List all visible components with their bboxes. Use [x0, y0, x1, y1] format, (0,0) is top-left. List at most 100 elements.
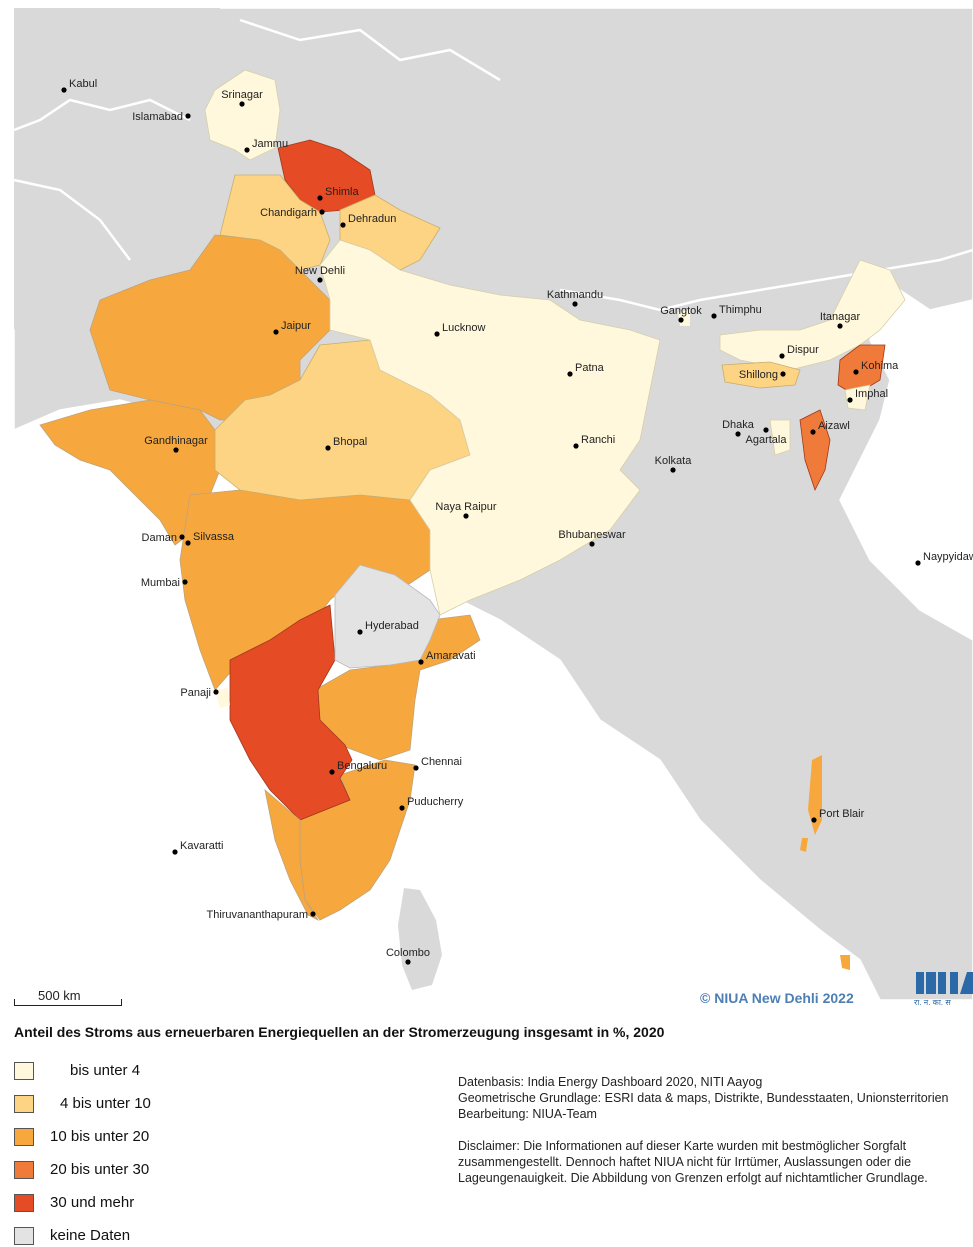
city-dot [567, 371, 573, 377]
city-label: Gangtok [660, 305, 702, 317]
logo-text: रा. न. का. स [914, 998, 951, 1007]
border-line [13, 18, 973, 312]
state-andhra [314, 614, 481, 761]
city-label: Kavaratti [180, 840, 223, 852]
city-dot [853, 369, 859, 375]
city-dot [670, 467, 676, 473]
state-north-central [319, 239, 661, 616]
city-dot [399, 805, 405, 811]
city-dot [678, 317, 684, 323]
city-dot [589, 541, 595, 547]
city-label: Panaji [180, 687, 211, 699]
sri-lanka [398, 888, 442, 990]
city-label: Kohima [861, 360, 899, 372]
city-dot [711, 313, 717, 319]
legend-label: 4 bis unter 10 [60, 1095, 151, 1112]
city-label: Naya Raipur [435, 501, 496, 513]
city-label: New Dehli [295, 265, 345, 277]
city-label: Jaipur [281, 320, 311, 332]
legend-swatch [14, 1194, 34, 1212]
legend-swatch [14, 1161, 34, 1179]
city-dot [244, 147, 250, 153]
state-telangana [334, 564, 441, 669]
city-dot [329, 769, 335, 775]
city-label: Islamabad [132, 111, 183, 123]
city-label: Silvassa [193, 531, 235, 543]
city-dot [811, 817, 817, 823]
scale-label: 500 km [38, 988, 81, 1003]
legend-swatch [14, 1062, 34, 1080]
source-line: Bearbeitung: NIUA-Team [458, 1107, 597, 1121]
map: KabulIslamabadSrinagarJammuShimlaChandig… [13, 8, 973, 1000]
city-dot [61, 87, 67, 93]
city-label: Chennai [421, 756, 462, 768]
city-dot [185, 113, 191, 119]
city-dot [780, 371, 786, 377]
city-label: Agartala [746, 434, 788, 446]
state-kerala [264, 788, 320, 922]
city-dot [185, 540, 191, 546]
legend-swatch [14, 1128, 34, 1146]
city-label: Bhubaneswar [558, 529, 626, 541]
source-info: Datenbasis: India Energy Dashboard 2020,… [458, 1074, 958, 1186]
city-dot [172, 849, 178, 855]
city-label: Chandigarh [260, 207, 317, 219]
city-dot [572, 301, 578, 307]
city-dot [319, 209, 325, 215]
city-dot [325, 445, 331, 451]
city-dot [463, 513, 469, 519]
city-dot [763, 427, 769, 433]
city-label: Thiruvananthapuram [206, 909, 308, 921]
scale-line [14, 1005, 121, 1006]
legend-item: keine Daten [14, 1225, 314, 1247]
city-label: Dehradun [348, 213, 396, 225]
niua-logo [916, 972, 973, 994]
state-meghalaya [721, 361, 801, 389]
legend-label: 30 und mehr [50, 1194, 135, 1211]
city-label: Mumbai [141, 577, 180, 589]
state-karnataka [229, 604, 353, 821]
legend-item: 30 und mehr [14, 1192, 314, 1214]
city-dot [273, 329, 279, 335]
city-label: Bhopal [333, 436, 367, 448]
source-line: Geometrische Grundlage: ESRI data & maps… [458, 1091, 949, 1105]
city-dot [847, 397, 853, 403]
scale-tick-right [121, 999, 122, 1006]
city-dot [317, 195, 323, 201]
city-dot [405, 959, 411, 965]
state-goa [215, 688, 230, 708]
city-dot [317, 277, 323, 283]
city-label: Gandhinagar [144, 435, 208, 447]
legend-item: 20 bis unter 30 [14, 1159, 314, 1181]
city-label: Patna [575, 362, 605, 374]
state-north-east [719, 259, 906, 371]
city-label: Kolkata [655, 455, 693, 467]
state-andaman [800, 755, 850, 970]
city-dot [182, 579, 188, 585]
city-label: Dhaka [722, 419, 755, 431]
city-dot [239, 101, 245, 107]
legend-label: 10 bis unter 20 [50, 1128, 150, 1145]
city-label: Naypyidaw [923, 551, 973, 563]
city-dot [340, 222, 346, 228]
city-dot [837, 323, 843, 329]
city-label: Lucknow [442, 322, 485, 334]
legend-swatch [14, 1227, 34, 1245]
city-dot [357, 629, 363, 635]
city-label: Imphal [855, 388, 888, 400]
copyright: © NIUA New Dehli 2022 [700, 990, 854, 1006]
legend-item: 10 bis unter 20 [14, 1126, 314, 1148]
city-dot [413, 765, 419, 771]
disclaimer: Disclaimer: Die Informationen auf dieser… [458, 1139, 928, 1185]
city-markers: KabulIslamabadSrinagarJammuShimlaChandig… [61, 78, 973, 965]
source-line: Datenbasis: India Energy Dashboard 2020,… [458, 1075, 763, 1089]
scale-tick-left [14, 999, 15, 1006]
legend-title: Anteil des Stroms aus erneuerbaren Energ… [14, 1024, 665, 1040]
legend-item: bis unter 4 [14, 1060, 314, 1082]
city-label: Kathmandu [547, 289, 603, 301]
state-tripura-manipur [769, 384, 871, 456]
city-label: Amaravati [426, 650, 476, 662]
city-label: Dispur [787, 344, 819, 356]
city-dot [213, 689, 219, 695]
city-label: Aizawl [818, 420, 850, 432]
